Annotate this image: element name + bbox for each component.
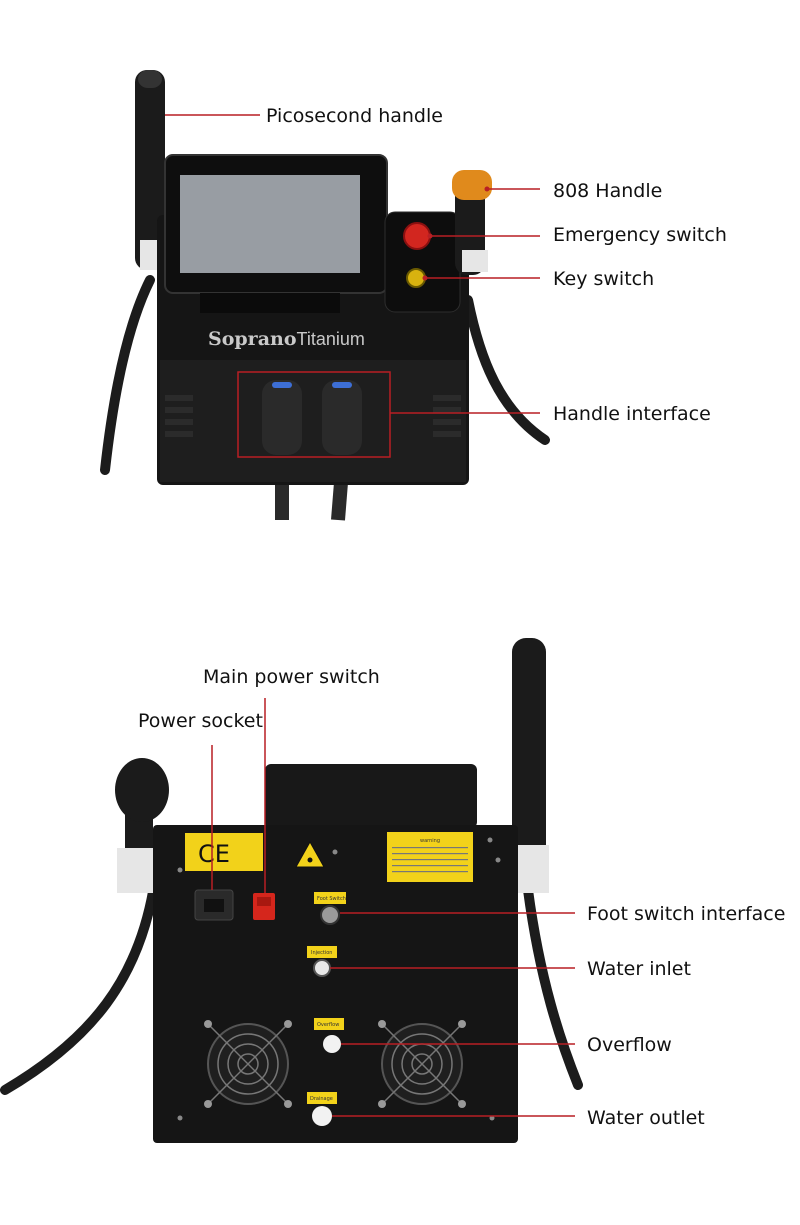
main-power-switch-rocker: [257, 897, 271, 906]
handle-808-tip: [452, 170, 492, 200]
label-foot-switch-interface: Foot switch interface: [587, 903, 785, 925]
warning-sticker-lines: [392, 847, 468, 873]
brand-word1: Soprano: [208, 328, 297, 350]
brand-word2: Titanium: [297, 329, 365, 349]
label-808-handle: 808 Handle: [553, 180, 662, 202]
front-side-vent: [165, 395, 461, 437]
laser-warning-icon: [295, 840, 325, 868]
label-water-inlet: Water inlet: [587, 958, 691, 980]
overflow-sticker: [314, 1018, 344, 1030]
back-right-pen-handle: [512, 638, 546, 883]
ce-mark: CE: [198, 840, 230, 868]
interface-port-left-accent: [272, 382, 292, 388]
laser-warning-center: [307, 857, 313, 863]
front-view: SopranoTitanium Picosecond handle 808 Ha: [100, 70, 727, 521]
foot-switch-sticker: [314, 892, 346, 904]
overflow-sticker-text: Overflow: [317, 1022, 339, 1028]
front-leader-lines: [165, 114, 540, 414]
label-main-power-switch: Main power switch: [203, 666, 380, 688]
picosecond-handle-tip: [138, 70, 162, 88]
key-switch-button: [406, 268, 426, 288]
back-right-holder: [515, 845, 549, 893]
leader-808-dot: [484, 186, 490, 192]
foot-switch-sticker-text: Foot Switch: [317, 896, 346, 902]
back-screen: [265, 764, 477, 828]
warning-sticker: [387, 832, 473, 882]
water-outlet-sticker-text: Drainage: [310, 1096, 333, 1102]
brand-logo: SopranoTitanium: [208, 328, 365, 350]
water-inlet-sticker-text: Injection: [311, 950, 332, 956]
label-overflow: Overflow: [587, 1034, 672, 1056]
water-inlet-port: [313, 959, 331, 977]
foot-switch-port: [320, 905, 340, 925]
front-screen-glare: [180, 175, 360, 273]
back-left-holder: [117, 848, 153, 893]
interface-port-left: [262, 380, 302, 455]
handle-interface-highlight: [237, 371, 391, 458]
right-fan: [378, 1020, 466, 1108]
front-lower-panel: [160, 360, 466, 482]
back-left-round-handle: [115, 758, 169, 822]
label-key-switch: Key switch: [553, 268, 654, 290]
interface-port-right-accent: [332, 382, 352, 388]
label-emergency-switch: Emergency switch: [553, 224, 727, 246]
back-right-cable: [523, 885, 583, 1090]
leader-emergency-dot: [427, 233, 433, 239]
overflow-port: [323, 1035, 341, 1053]
back-leader-lines: [211, 698, 575, 1117]
front-right-cable: [463, 295, 550, 445]
front-screen-stand: [200, 293, 340, 313]
front-screen: [180, 175, 360, 273]
back-view: CE warning Foot Switch Injection Overflo…: [0, 638, 785, 1143]
warning-sticker-title: warning: [420, 838, 440, 844]
back-left-cable: [0, 875, 160, 1095]
ce-sticker: [185, 833, 263, 871]
right-handle-holder: [462, 250, 488, 272]
label-power-socket: Power socket: [138, 710, 263, 732]
interface-port-right: [322, 380, 362, 455]
leader-key-dot: [422, 275, 428, 281]
left-fan: [204, 1020, 292, 1108]
label-water-outlet: Water outlet: [587, 1107, 705, 1129]
power-socket-slot: [204, 899, 224, 912]
water-outlet-sticker: [307, 1092, 337, 1104]
label-handle-interface: Handle interface: [553, 403, 711, 425]
label-picosecond-handle: Picosecond handle: [266, 105, 443, 127]
emergency-switch-button: [403, 222, 431, 250]
front-left-cable: [100, 275, 155, 475]
water-outlet-port: [312, 1106, 332, 1126]
water-inlet-sticker: [307, 946, 337, 958]
